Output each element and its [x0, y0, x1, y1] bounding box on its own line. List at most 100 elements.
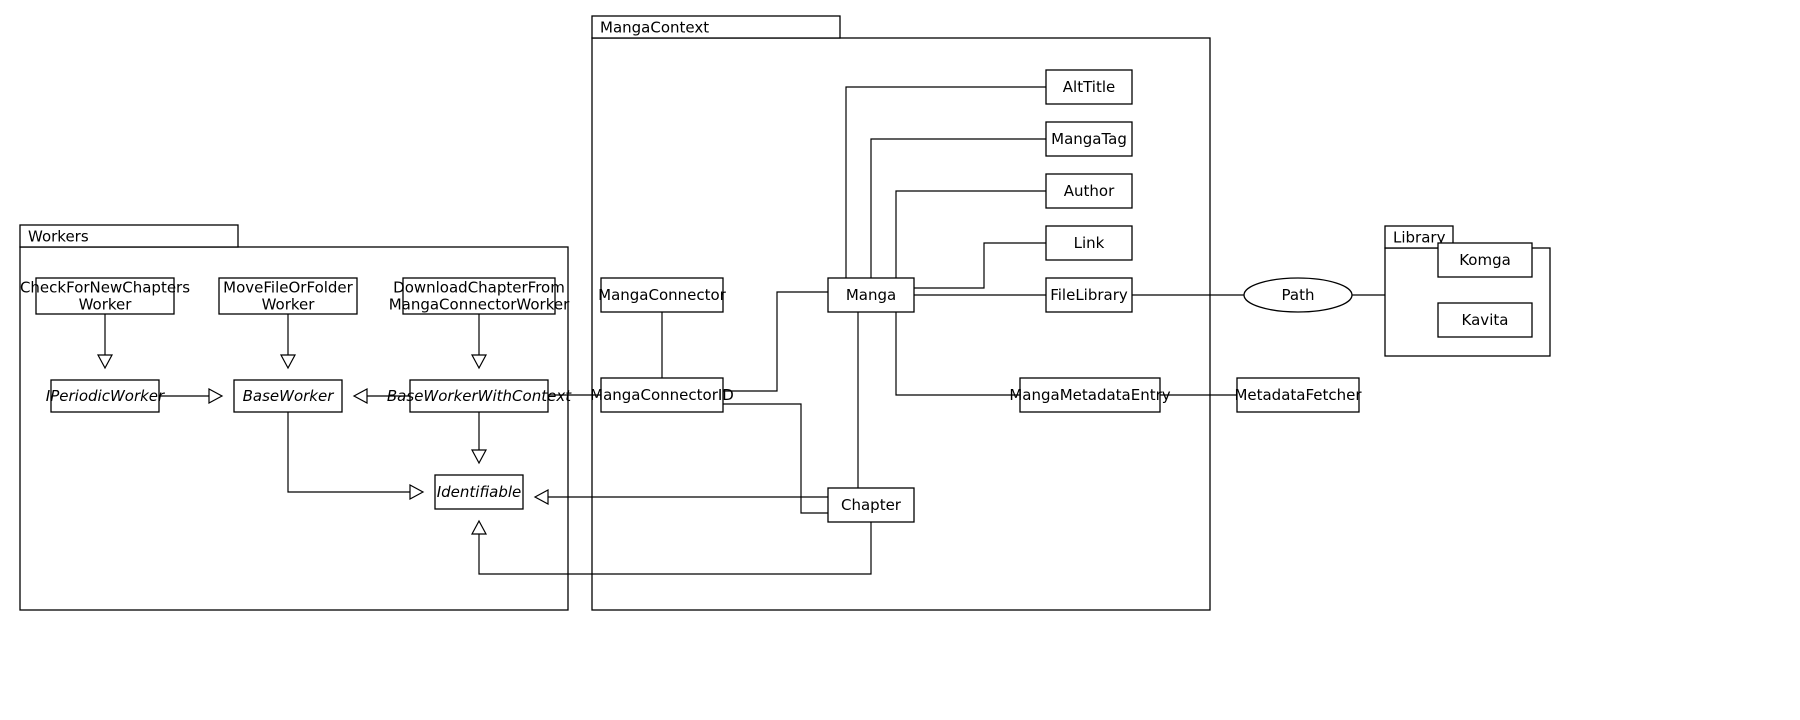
triangle-arrow-icon: [533, 488, 549, 506]
node-identifiable[interactable]: Identifiable: [434, 474, 524, 510]
node-shape: [434, 474, 524, 510]
package-label: MangaContext: [600, 19, 709, 37]
node-baseworkerwithcontext[interactable]: BaseWorkerWithContext: [387, 379, 572, 413]
node-shape: [1045, 277, 1133, 313]
triangle-arrow-icon: [208, 387, 224, 405]
edge-manga-to-mangametadataentry[interactable]: [895, 312, 1020, 396]
node-shape: [1243, 277, 1353, 313]
edge-downloadchapterfrommangaconnectorworker-to-baseworkerwithcontext[interactable]: [470, 314, 488, 370]
edge-manga-to-author[interactable]: [895, 190, 1046, 278]
node-shape: [1019, 377, 1161, 413]
edge-chapter-to-identifiable[interactable]: [533, 488, 828, 506]
node-shape: [402, 277, 556, 315]
node-label: MangaMetadataEntry: [1009, 386, 1170, 404]
node-manga[interactable]: Manga: [827, 277, 915, 313]
node-shape: [218, 277, 358, 315]
node-mangatag[interactable]: MangaTag: [1045, 121, 1133, 157]
triangle-arrow-icon: [470, 354, 488, 370]
node-label: Author: [1064, 182, 1115, 200]
node-author[interactable]: Author: [1045, 173, 1133, 209]
node-label: Chapter: [841, 496, 902, 514]
node-shape: [409, 379, 549, 413]
node-label: BaseWorkerWithContext: [387, 387, 572, 405]
edge-checkfornewchaptersworker-to-iperiodicworker[interactable]: [96, 314, 114, 370]
triangle-arrow-icon: [470, 519, 488, 535]
node-shape: [600, 277, 724, 313]
node-mangaconnector[interactable]: MangaConnector: [598, 277, 727, 313]
edge-layer: [96, 86, 1385, 575]
node-label: BaseWorker: [243, 387, 335, 405]
triangle-arrow-icon: [352, 387, 368, 405]
node-komga[interactable]: Komga: [1437, 242, 1533, 278]
edge-baseworkerwithcontext-to-identifiable[interactable]: [470, 412, 488, 465]
node-path[interactable]: Path: [1243, 277, 1353, 313]
edge-line: [287, 412, 410, 493]
triangle-arrow-icon: [409, 483, 425, 501]
node-iperiodicworker[interactable]: IPeriodicWorker: [46, 379, 165, 413]
node-label: Link: [1074, 234, 1105, 252]
node-label: MangaConnectorID: [590, 386, 734, 404]
node-shape: [1045, 225, 1133, 261]
node-baseworker[interactable]: BaseWorker: [233, 379, 343, 413]
edge-mangaconnectorid-to-chapter[interactable]: [723, 403, 828, 514]
edge-line: [914, 242, 1046, 289]
triangle-arrow-icon: [96, 354, 114, 370]
node-shape: [827, 277, 915, 313]
node-label: MangaTag: [1051, 130, 1127, 148]
node-shape: [1437, 302, 1533, 338]
node-shape: [1236, 377, 1360, 413]
node-shape: [50, 379, 160, 413]
package-tab: [19, 224, 239, 248]
node-label: IPeriodicWorker: [46, 387, 165, 405]
package-tab: [1384, 225, 1454, 249]
edge-line: [478, 522, 872, 575]
node-label: Path: [1282, 286, 1315, 304]
node-shape: [1437, 242, 1533, 278]
edge-chapter-bottom-to-identifiable[interactable]: [470, 519, 872, 575]
node-label: Identifiable: [437, 483, 522, 501]
node-label: Komga: [1459, 251, 1511, 269]
node-link[interactable]: Link: [1045, 225, 1133, 261]
node-alttitle[interactable]: AltTitle: [1045, 69, 1133, 105]
edge-iperiodicworker-to-baseworker[interactable]: [159, 387, 224, 405]
node-metadatafetcher[interactable]: MetadataFetcher: [1234, 377, 1362, 413]
edge-line: [870, 138, 1046, 278]
node-filelibrary[interactable]: FileLibrary: [1045, 277, 1133, 313]
edge-manga-to-link[interactable]: [914, 242, 1046, 289]
node-shape: [1045, 121, 1133, 157]
edge-line: [895, 190, 1046, 278]
node-shape: [35, 277, 175, 315]
triangle-arrow-icon: [279, 354, 297, 370]
edge-baseworker-to-identifiable[interactable]: [287, 412, 425, 501]
package-tab: [591, 15, 841, 39]
node-shape: [1045, 173, 1133, 209]
node-mangametadataentry[interactable]: MangaMetadataEntry: [1009, 377, 1171, 413]
edge-manga-to-mangatag[interactable]: [870, 138, 1046, 278]
edge-line: [895, 312, 1020, 396]
edge-manga-to-alttitle[interactable]: [845, 86, 1046, 278]
edge-baseworkerwithcontext-to-baseworker[interactable]: [352, 387, 410, 405]
node-chapter[interactable]: Chapter: [827, 487, 915, 523]
node-label: MangaConnector: [598, 286, 727, 304]
node-mangaconnectorid[interactable]: MangaConnectorID: [590, 377, 734, 413]
node-kavita[interactable]: Kavita: [1437, 302, 1533, 338]
edge-line: [723, 291, 828, 392]
node-label: Kavita: [1462, 311, 1509, 329]
node-label: MetadataFetcher: [1234, 386, 1362, 404]
node-shape: [600, 377, 724, 413]
node-label: Manga: [846, 286, 896, 304]
edge-movefileorfolderworker-to-baseworker[interactable]: [279, 314, 297, 370]
node-shape: [827, 487, 915, 523]
edge-mangaconnectorid-to-manga[interactable]: [723, 291, 828, 392]
node-shape: [1045, 69, 1133, 105]
node-label: FileLibrary: [1050, 286, 1128, 304]
package-label: Library: [1393, 229, 1446, 247]
